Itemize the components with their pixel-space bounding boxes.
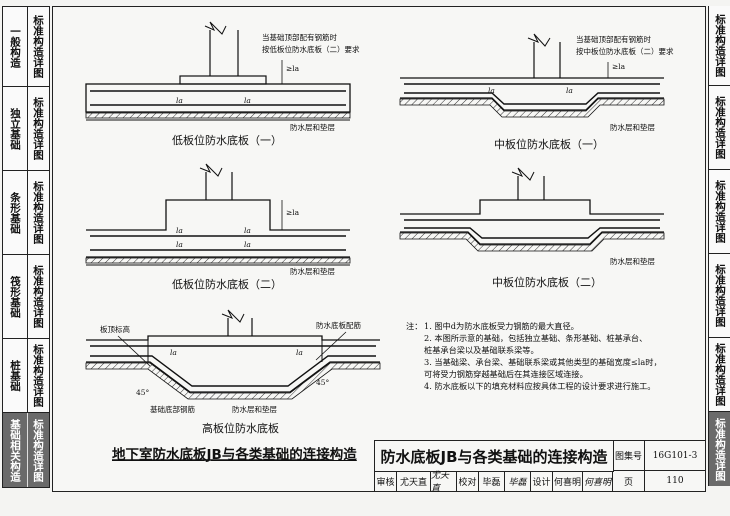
review-label: 审核: [375, 471, 397, 491]
note-1: 1. 图中d为防水底板受力钢筋的最大直径。: [424, 321, 579, 331]
note-3: 3. 当基础梁、承台梁、基础联系梁或其他类型的基础宽度≤la时，: [424, 357, 662, 367]
left-tab-raft-sub: 标准构造详图: [27, 255, 48, 338]
fig1-la-left: la: [176, 96, 183, 105]
right-tab-3[interactable]: 标准构造详图: [709, 170, 730, 254]
left-tab-pile[interactable]: 桩基础 标准构造详图: [3, 339, 49, 413]
fig2-la-right: la: [566, 86, 573, 95]
right-tab-2[interactable]: 标准构造详图: [709, 86, 730, 170]
right-tab-5[interactable]: 标准构造详图: [709, 338, 730, 412]
designer-signature: 何喜明: [583, 471, 613, 491]
note-4: 4. 防水底板以下的填充材料应按具体工程的设计要求进行施工。: [424, 381, 656, 391]
fig2-dim-label: ≥la: [612, 62, 626, 71]
left-tab-isolated-label: 独立基础: [9, 107, 21, 150]
fig2-note-line2: 按中板位防水底板（二）要求: [576, 47, 674, 56]
left-tab-related-label: 基础相关构造: [9, 418, 21, 482]
fig5-angle-right: 45°: [316, 378, 330, 387]
fig2-caption: 中板位防水底板（一）: [494, 138, 604, 151]
fig2-layer-label: 防水层和垫层: [610, 123, 655, 132]
figure-low-slab-1: [85, 21, 351, 121]
right-tab-6-label: 标准构造详图: [714, 417, 726, 481]
left-tab-raft[interactable]: 筏形基础 标准构造详图: [3, 255, 49, 339]
left-tab-raft-label: 筏形基础: [9, 275, 21, 318]
right-tab-strip: 标准构造详图 标准构造详图 标准构造详图 标准构造详图 标准构造详图 标准构造详…: [708, 6, 730, 486]
right-tab-1-label: 标准构造详图: [714, 14, 726, 77]
fig5-caption: 高板位防水底板: [202, 422, 279, 435]
fig3-caption: 低板位防水底板（二）: [172, 278, 282, 291]
fig1-la-right: la: [244, 96, 251, 105]
fig4-caption: 中板位防水底板（二）: [492, 276, 602, 289]
right-tab-5-label: 标准构造详图: [714, 343, 726, 406]
fig2-la-left: la: [488, 86, 495, 95]
fig3-dim-label: ≥la: [286, 208, 300, 217]
left-tab-general-sub: 标准构造详图: [27, 7, 48, 86]
atlas-number: 16G101-3: [645, 441, 705, 471]
note-2: 2. 本图所示意的基础，包括独立基础、条形基础、桩基承台、: [424, 333, 648, 343]
fig3-la-3: la: [244, 226, 251, 235]
fig4-layer-label: 防水层和垫层: [610, 257, 655, 266]
right-tab-4-label: 标准构造详图: [714, 264, 726, 327]
note-2-cont: 桩基承台梁以及基础联系梁等。: [424, 345, 539, 355]
fig1-caption: 低板位防水底板（一）: [172, 134, 282, 147]
fig1-dim-label: ≥la: [286, 64, 300, 73]
left-tab-pile-sub: 标准构造详图: [27, 339, 48, 412]
fig3-la-2: la: [176, 240, 183, 249]
note-3-cont: 可将受力钢筋穿越基础后在其连接区域连接。: [424, 369, 588, 379]
page-main-title: 地下室防水底板JB与各类基础的连接构造: [112, 447, 357, 463]
right-tab-6[interactable]: 标准构造详图: [709, 412, 730, 486]
fig5-top-elevation: 板顶标高: [100, 325, 130, 334]
left-tab-isolated[interactable]: 独立基础 标准构造详图: [3, 87, 49, 171]
fig5-bottom-rebar-label: 基础底部钢筋: [150, 405, 195, 414]
left-tab-strip-label: 条形基础: [9, 191, 21, 234]
check-label: 校对: [457, 471, 479, 491]
title-block: 防水底板JB与各类基础的连接构造 图集号 16G101-3 审核 尤天直 尤天直…: [374, 440, 705, 494]
left-tab-general-label: 一般构造: [9, 25, 21, 68]
fig3-layer-label: 防水层和垫层: [290, 267, 335, 276]
reviewer-name: 尤天直: [397, 471, 431, 491]
left-tab-related-sub: 标准构造详图: [27, 413, 48, 487]
figure-mid-slab-2: [399, 167, 665, 252]
fig5-layer-label: 防水层和垫层: [232, 405, 277, 414]
design-label: 设计: [531, 471, 553, 491]
page-label: 页: [613, 471, 645, 491]
checker-name: 毕磊: [479, 471, 505, 491]
figure-high-slab: [85, 309, 381, 400]
fig3-la-1: la: [176, 226, 183, 235]
fig5-angle-left: 45°: [136, 388, 150, 397]
page-number: 110: [666, 476, 684, 486]
fig1-note-line1: 当基础顶部配有钢筋时: [262, 33, 337, 42]
designer-name: 何喜明: [553, 471, 583, 491]
left-tab-general[interactable]: 一般构造 标准构造详图: [3, 7, 49, 87]
figure-mid-slab-1: [399, 33, 665, 118]
left-tab-strip-sub: 标准构造详图: [27, 171, 48, 254]
fig5-la-right: la: [296, 348, 303, 357]
left-tab-pile-label: 桩基础: [9, 359, 21, 392]
left-tab-strip: 一般构造 标准构造详图 独立基础 标准构造详图 条形基础 标准构造详图 筏形基础…: [2, 6, 50, 488]
fig3-la-4: la: [244, 240, 251, 249]
right-tab-1[interactable]: 标准构造详图: [709, 6, 730, 86]
title-block-title: 防水底板JB与各类基础的连接构造: [375, 441, 614, 472]
fig2-note-line1: 当基础顶部配有钢筋时: [576, 35, 651, 44]
atlas-label: 图集号: [613, 441, 645, 471]
right-tab-4[interactable]: 标准构造详图: [709, 254, 730, 338]
right-tab-3-label: 标准构造详图: [714, 180, 726, 243]
left-tab-isolated-sub: 标准构造详图: [27, 87, 48, 170]
notes-head: 注：: [406, 321, 423, 331]
fig5-la-left: la: [170, 348, 177, 357]
fig1-layer-label: 防水层和垫层: [290, 123, 335, 132]
right-tab-2-label: 标准构造详图: [714, 96, 726, 159]
drawing-frame: [52, 6, 706, 492]
left-tab-related[interactable]: 基础相关构造 标准构造详图: [3, 413, 49, 487]
figure-low-slab-2: [85, 163, 351, 266]
checker-signature: 毕磊: [505, 471, 531, 491]
reviewer-signature: 尤天直: [431, 471, 457, 494]
fig5-rebar-label: 防水底板配筋: [316, 321, 361, 330]
fig1-note-line2: 按低板位防水底板（二）要求: [262, 45, 360, 54]
left-tab-strip-foundation[interactable]: 条形基础 标准构造详图: [3, 171, 49, 255]
